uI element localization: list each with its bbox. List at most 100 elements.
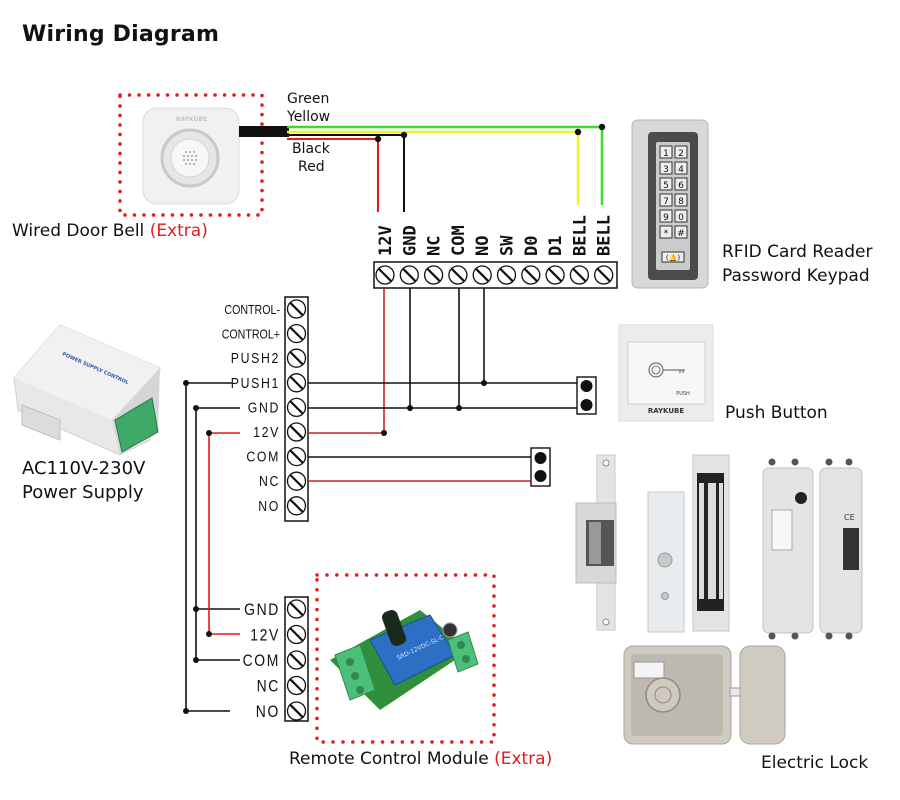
keypad-key-label: # — [677, 229, 685, 239]
keypad-key: 5 — [659, 177, 673, 191]
power-supply-terminal-label: NO — [258, 498, 280, 514]
terminal-screw-icon — [286, 624, 307, 645]
terminal-screw-icon — [286, 422, 307, 442]
electric-strike — [575, 454, 617, 631]
keypad-key: 3 — [659, 161, 673, 175]
mount-bracket — [21, 404, 61, 441]
terminal-screw-icon — [286, 397, 307, 418]
capacitor — [442, 622, 458, 638]
keypad-terminal-label: SW — [498, 235, 518, 256]
keypad-key-label: 1 — [663, 149, 669, 159]
keypad-caption-line1: RFID Card Reader — [722, 242, 873, 262]
speaker-grille-icon — [183, 151, 197, 165]
door-bell-caption: Wired Door Bell (Extra) — [12, 219, 208, 243]
terminal-screw-icon — [496, 265, 517, 285]
keypad-key-label: 7 — [663, 197, 669, 207]
junction-dot — [598, 123, 606, 131]
power-supply-terminal-label: COM — [246, 448, 280, 464]
door-bell-brand: RAYKUBE — [176, 116, 207, 123]
keypad-key-label: 0 — [678, 213, 684, 223]
electric-rim-lock — [623, 645, 786, 745]
remote-terminal-label: NC — [257, 677, 280, 696]
remote-terminal-label: NO — [256, 703, 280, 722]
terminal-screw-icon — [286, 471, 307, 491]
push-button-brand: RAYKUBE — [648, 407, 685, 415]
remote-module-caption-text: Remote Control Module — [289, 749, 489, 769]
keypad-key: 6 — [674, 177, 688, 191]
knob — [645, 677, 681, 713]
diagram-title: Wiring Diagram — [22, 22, 220, 47]
junction-dot — [374, 135, 382, 143]
terminal-screw-icon — [521, 265, 541, 285]
terminal-screw-icon — [448, 265, 468, 285]
terminal-screw-icon — [286, 348, 307, 368]
power-supply-terminal-label: PUSH2 — [231, 350, 280, 366]
keypad-terminal-label: D0 — [522, 236, 542, 256]
keypad-key-label: 2 — [678, 149, 684, 159]
power-supply-terminal-label: CONTROL+ — [222, 327, 280, 342]
main-wires — [183, 288, 597, 714]
power-supply-caption-line1: AC110V-230V — [22, 458, 146, 479]
keypad-terminal-label: GND — [400, 225, 420, 256]
terminal-screw-icon — [286, 599, 307, 619]
remote-module-caption: Remote Control Module (Extra) — [289, 747, 552, 771]
terminal-screw-icon — [286, 650, 307, 670]
power-supply-device: POWER SUPPLY CONTROL — [13, 324, 161, 456]
antenna-coil — [382, 610, 406, 646]
keypad-key: 2 — [674, 145, 688, 159]
keypad-caption-line2: Password Keypad — [722, 266, 870, 286]
power-supply-terminal-label: CONTROL- — [224, 302, 280, 317]
electric-locks: CE — [575, 454, 863, 745]
keypad-key-label: * — [664, 229, 669, 239]
keypad-key-label: 3 — [663, 165, 669, 175]
keypad-key: * — [659, 225, 673, 239]
keypad-key-label: 6 — [678, 181, 684, 191]
terminal-screw-icon — [594, 265, 614, 285]
wire-label-green: Green — [287, 91, 330, 107]
electric-lock-caption: Electric Lock — [761, 753, 869, 773]
power-supply-terminal-label: 12V — [253, 424, 280, 440]
terminal-screw-icon — [286, 701, 307, 721]
keypad-key-label: 8 — [678, 197, 684, 207]
remote-module-extra-tag: (Extra) — [494, 749, 553, 769]
keypad-key: 7 — [659, 193, 673, 207]
keypad-terminal-label: 12V — [376, 225, 396, 256]
keypad-terminal-label: COM — [449, 225, 469, 256]
bell-key-icon: (🔔) — [666, 253, 680, 262]
terminal-screw-icon — [399, 265, 419, 285]
keypad-key: 9 — [659, 209, 673, 223]
wire-gnd-remote — [195, 407, 240, 661]
terminal-screw-icon — [423, 265, 444, 285]
terminal-screw-icon — [286, 323, 307, 344]
door-bell-device: RAYKUBE — [118, 93, 289, 217]
keypad-key: 1 — [659, 145, 673, 159]
door-bell-wires — [287, 123, 606, 212]
push-label: PUSH — [676, 391, 690, 397]
remote-module-device: SRD-12VDC-SL-C — [315, 573, 496, 744]
terminal-screw-icon — [569, 265, 590, 285]
terminal-screw-icon — [545, 265, 565, 285]
door-bell-speaker — [170, 138, 210, 178]
wire-label-red: Red — [298, 159, 325, 175]
door-bell-caption-text: Wired Door Bell — [12, 221, 145, 241]
remote-extra-frame — [315, 573, 496, 744]
terminal-screw-icon — [286, 675, 307, 696]
remote-terminal-label: GND — [244, 601, 280, 620]
terminal-screw-icon — [472, 265, 492, 285]
keypad-terminal-label: BELL — [570, 215, 590, 256]
keypad-key-label: 5 — [663, 181, 669, 191]
keypad-terminal-label: BELL — [595, 215, 615, 256]
push-button-face — [627, 341, 706, 405]
keypad-caption: RFID Card Reader Password Keypad — [722, 240, 872, 288]
keypad-key: 8 — [674, 193, 688, 207]
remote-terminal-label: 12V — [250, 626, 280, 645]
power-supply-caption: AC110V-230V Power Supply — [22, 457, 145, 505]
terminal-screw-icon — [375, 265, 395, 285]
terminal-screw-icon — [286, 446, 307, 467]
keypad-key: # — [674, 225, 688, 239]
door-bell-extra-tag: (Extra) — [149, 221, 208, 241]
